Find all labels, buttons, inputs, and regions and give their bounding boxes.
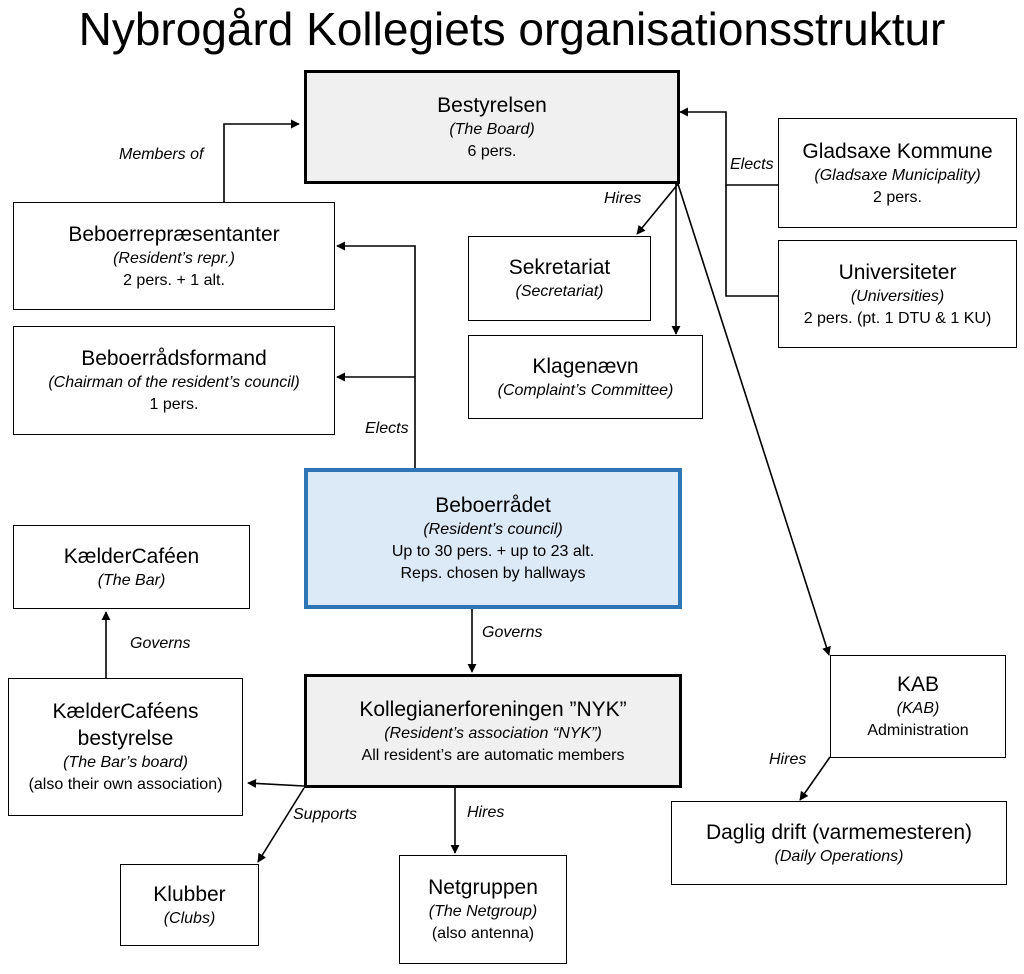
node-resident-repr: Beboerrepræsentanter (Resident’s repr.) …: [13, 202, 335, 310]
label-governs-bar: Governs: [130, 635, 191, 652]
node-board-title: Bestyrelsen: [437, 93, 547, 117]
node-bar-board-subtitle: (The Bar’s board): [63, 754, 188, 771]
edge-kab-hires-daily: [799, 756, 831, 801]
node-chairman-title: Beboerrådsformand: [81, 347, 267, 370]
node-netgroup-detail: (also antenna): [431, 925, 535, 942]
node-daily: Daglig drift (varmemesteren) (Daily Oper…: [671, 801, 1007, 885]
node-complaints-subtitle: (Complaint’s Committee): [497, 381, 674, 399]
node-netgroup-subtitle: (The Netgroup): [428, 903, 538, 920]
edge-board-hires-secretariat: [636, 183, 679, 235]
edge-council-elects-repr: [336, 241, 416, 468]
node-netgroup-title: Netgruppen: [428, 876, 538, 899]
node-gladsaxe: Gladsaxe Kommune (Gladsaxe Municipality)…: [778, 118, 1017, 228]
node-gladsaxe-subtitle: (Gladsaxe Municipality): [814, 166, 981, 184]
node-bar-board-title: KælderCaféens: [52, 700, 199, 723]
node-nyk: Kollegianerforeningen ”NYK” (Resident’s …: [304, 674, 682, 788]
node-bar: KælderCaféen (The Bar): [13, 525, 250, 609]
node-council-title: Beboerrådet: [435, 494, 551, 517]
node-netgroup: Netgruppen (The Netgroup) (also antenna): [399, 855, 567, 964]
node-secretariat: Sekretariat (Secretariat): [468, 236, 651, 321]
node-secretariat-title: Sekretariat: [508, 256, 611, 279]
node-board-detail: 6 pers.: [467, 142, 517, 160]
node-council-detail: Up to 30 pers. + up to 23 alt.: [391, 543, 595, 560]
node-bar-board-detail: (also their own association): [28, 776, 223, 793]
node-bar-board: KælderCaféens bestyrelse (The Bar’s boar…: [8, 678, 243, 816]
node-resident-repr-detail: 2 pers. + 1 alt.: [123, 271, 225, 289]
node-gladsaxe-title: Gladsaxe Kommune: [802, 139, 993, 163]
node-council-detail-2: Reps. chosen by hallways: [400, 565, 586, 582]
node-bar-board-title-2: bestyrelse: [77, 727, 174, 750]
node-secretariat-subtitle: (Secretariat): [515, 283, 604, 300]
edge-nyk-supports-barboard: [247, 778, 305, 788]
label-hires-nyk: Hires: [467, 804, 505, 821]
node-clubs-subtitle: (Clubs): [163, 909, 216, 927]
node-clubs: Klubber (Clubs): [120, 864, 259, 946]
node-complaints: Klagenævn (Complaint’s Committee): [468, 335, 703, 419]
edge-gladsaxe-elects-board: [679, 107, 778, 186]
node-chairman-detail: 1 pers.: [149, 396, 199, 413]
edge-board-hires-kab: [677, 183, 831, 656]
node-bar-subtitle: (The Bar): [97, 571, 166, 589]
label-hires-board: Hires: [604, 190, 642, 207]
node-chairman-subtitle: (Chairman of the resident’s council): [48, 374, 300, 391]
node-board-subtitle: (The Board): [449, 120, 535, 138]
label-governs-nyk: Governs: [482, 624, 543, 641]
node-board: Bestyrelsen (The Board) 6 pers.: [304, 70, 680, 184]
node-kab-title: KAB: [896, 673, 940, 696]
node-nyk-subtitle: (Resident’s association “NYK”): [384, 724, 602, 742]
label-hires-kab: Hires: [769, 751, 807, 768]
edge-nyk-supports-clubs: [257, 787, 305, 863]
node-kab-detail: Administration: [867, 722, 969, 739]
node-daily-subtitle: (Daily Operations): [774, 847, 904, 865]
node-universities-subtitle: (Universities): [850, 287, 945, 305]
node-nyk-detail: All resident’s are automatic members: [361, 746, 625, 764]
page-title: Nybrogård Kollegiets organisationsstrukt…: [78, 3, 946, 55]
node-kab-subtitle: (KAB): [896, 700, 940, 717]
label-elects-external: Elects: [730, 156, 774, 173]
label-elects-council: Elects: [365, 420, 409, 437]
node-kab: KAB (KAB) Administration: [830, 655, 1006, 758]
node-gladsaxe-detail: 2 pers.: [873, 188, 922, 206]
node-nyk-title: Kollegianerforeningen ”NYK”: [359, 697, 627, 721]
node-chairman: Beboerrådsformand (Chairman of the resid…: [13, 326, 335, 435]
node-council-subtitle: (Resident’s council): [423, 521, 563, 538]
label-supports: Supports: [293, 806, 358, 823]
label-members-of: Members of: [119, 146, 204, 163]
node-resident-repr-subtitle: (Resident’s repr.): [113, 249, 235, 267]
node-clubs-title: Klubber: [153, 882, 226, 906]
node-universities: Universiteter (Universities) 2 pers. (pt…: [778, 240, 1017, 348]
node-resident-repr-title: Beboerrepræsentanter: [68, 222, 280, 246]
node-complaints-title: Klagenævn: [532, 354, 639, 378]
node-universities-detail: 2 pers. (pt. 1 DTU & 1 KU): [803, 309, 992, 327]
edge-universities-elects-board: [725, 185, 778, 297]
node-bar-title: KælderCaféen: [63, 544, 200, 568]
node-council: Beboerrådet (Resident’s council) Up to 3…: [304, 468, 682, 609]
node-daily-title: Daglig drift (varmemesteren): [705, 820, 973, 844]
edge-repr-members-of-board: [223, 119, 300, 202]
node-universities-title: Universiteter: [838, 260, 957, 284]
